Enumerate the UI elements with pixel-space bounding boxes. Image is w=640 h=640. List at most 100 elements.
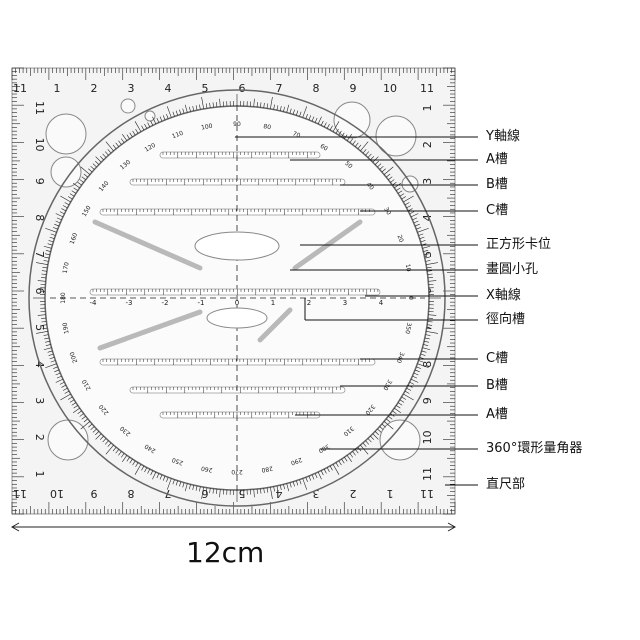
protractor-tick — [362, 442, 367, 447]
protractor-tick — [296, 480, 299, 486]
protractor-degree-label: 210 — [81, 378, 93, 392]
protractor-tick — [399, 193, 405, 197]
protractor-tick — [424, 340, 430, 343]
ruler-number-left: 8 — [33, 214, 46, 221]
protractor-tick — [162, 475, 166, 481]
protractor-tick — [134, 464, 142, 475]
protractor-tick — [212, 102, 214, 108]
protractor-tick — [56, 217, 62, 221]
protractor-tick — [147, 122, 151, 128]
protractor-tick — [81, 176, 86, 181]
protractor-tick — [80, 421, 91, 430]
protractor-tick — [365, 440, 370, 445]
callout-label: C槽 — [486, 351, 509, 366]
callout-label: B槽 — [486, 177, 508, 192]
protractor-tick — [195, 105, 198, 111]
protractor-degree-label: 290 — [290, 456, 303, 467]
protractor-degree-label: 110 — [171, 130, 184, 141]
ruler-number-top: 2 — [91, 82, 98, 95]
protractor-degree-label: 350 — [403, 322, 412, 335]
protractor-degree-label: 200 — [69, 351, 80, 364]
protractor-tick — [212, 488, 214, 494]
protractor-tick — [115, 449, 120, 454]
protractor-tick — [418, 233, 424, 236]
protractor-tick — [426, 327, 432, 330]
callout-label: 360°環形量角器 — [486, 441, 583, 456]
protractor-tick — [349, 138, 354, 143]
protractor-tick — [73, 187, 78, 191]
protractor-tick — [289, 108, 292, 114]
protractor-tick — [45, 344, 51, 346]
protractor-tick — [320, 470, 324, 476]
protractor-tick — [90, 426, 95, 431]
protractor-tick — [397, 190, 403, 194]
protractor-degree-label: 60 — [319, 143, 329, 153]
protractor-tick — [302, 106, 308, 118]
ruler-number-bottom: 2 — [350, 487, 357, 500]
protractor-tick — [201, 97, 204, 109]
protractor-tick — [95, 156, 102, 163]
protractor-tick — [335, 462, 339, 468]
protractor-tick — [409, 211, 415, 215]
protractor-tick — [126, 134, 130, 139]
protractor-tick — [42, 327, 48, 330]
protractor-tick — [416, 366, 422, 369]
protractor-tick — [381, 168, 386, 173]
protractor-tick — [283, 106, 285, 112]
protractor-degree-label: 150 — [81, 204, 93, 218]
ruler-number-right: 7 — [421, 324, 434, 331]
protractor-tick — [296, 110, 299, 116]
protractor-tick — [377, 428, 382, 433]
ruler-number-left: 9 — [33, 178, 46, 185]
protractor-tick — [179, 481, 182, 487]
callout-label: X軸線 — [486, 288, 521, 303]
dimension-arrow-left-icon — [10, 522, 20, 532]
ruler-number-right: 4 — [421, 214, 434, 221]
protractor-tick — [365, 151, 370, 156]
ruler-number-left: 3 — [33, 397, 46, 404]
protractor-tick — [135, 128, 139, 134]
protractor-tick — [414, 369, 420, 373]
protractor-tick — [424, 253, 430, 256]
protractor-tick — [90, 165, 95, 170]
protractor-tick — [279, 105, 282, 111]
ruler-number-bottom: 3 — [313, 487, 320, 500]
protractor-tick — [72, 407, 80, 413]
protractor-tick — [399, 399, 405, 403]
protractor-tick — [256, 102, 258, 108]
protractor-tick — [129, 458, 133, 464]
protractor-tick — [92, 163, 97, 168]
protractor-tick — [286, 104, 290, 113]
ruler-number-top: 10 — [383, 82, 397, 95]
ruler-number-top: 7 — [276, 82, 283, 95]
callout-label: 正方形卡位 — [486, 237, 552, 252]
protractor-tick — [199, 104, 201, 110]
protractor-tick — [182, 482, 185, 488]
protractor-tick — [95, 160, 100, 165]
ruler-number-top: 1 — [54, 82, 61, 95]
protractor-tick — [43, 334, 49, 336]
protractor-tick — [45, 227, 57, 233]
x-axis-number: -4 — [90, 299, 98, 307]
slot — [129, 178, 346, 186]
protractor-tick — [374, 160, 379, 165]
ruler-number-bottom: 5 — [239, 487, 246, 500]
circle-hole — [401, 175, 419, 193]
protractor-tick — [189, 484, 191, 490]
protractor-tick — [147, 468, 151, 474]
protractor-tick — [332, 121, 340, 132]
protractor-tick — [352, 140, 356, 145]
ruler-number-bottom: 9 — [91, 487, 98, 500]
radial-slot — [97, 309, 203, 351]
circle-hole — [50, 156, 82, 188]
protractor-tick — [156, 117, 160, 123]
protractor-tick — [317, 471, 322, 480]
protractor-tick — [392, 410, 397, 415]
protractor-tick — [45, 363, 57, 369]
protractor-tick — [422, 347, 431, 351]
protractor-tick — [320, 120, 324, 126]
ruler-number-top: 5 — [202, 82, 209, 95]
circle-hole — [333, 101, 371, 139]
protractor-tick — [305, 113, 308, 119]
protractor-tick — [367, 153, 372, 158]
